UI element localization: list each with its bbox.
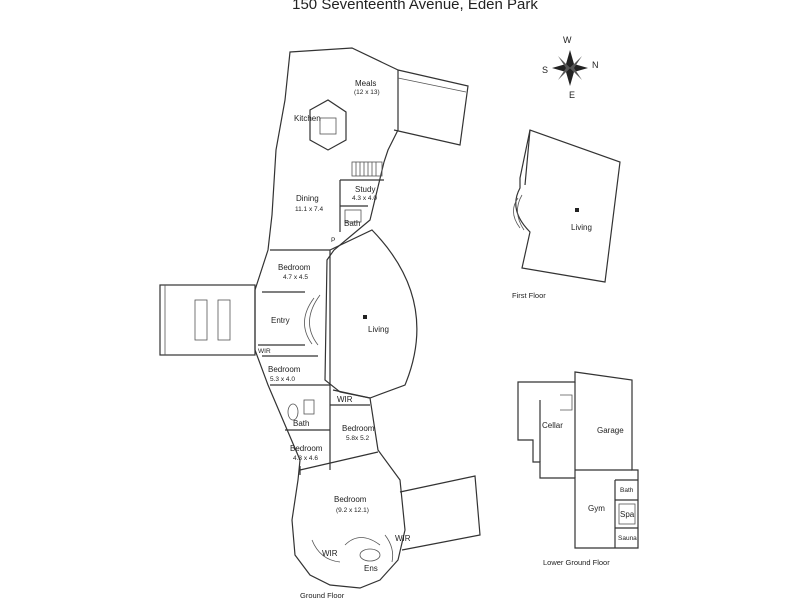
label-lower-ground-floor: Lower Ground Floor xyxy=(543,558,610,567)
room-wir-1: WIR xyxy=(258,348,271,355)
room-bath-1: Bath xyxy=(344,219,360,228)
room-p: P xyxy=(331,237,335,244)
room-kitchen: Kitchen xyxy=(294,114,321,123)
compass-e: E xyxy=(569,90,575,100)
room-bedroom-3-dim: 5.8x 5.2 xyxy=(346,435,370,442)
room-living: Living xyxy=(368,325,389,334)
compass-s: S xyxy=(542,65,548,75)
room-study-dim: 4.3 x 4.0 xyxy=(352,195,377,202)
plan-title: 150 Seventeenth Avenue, Eden Park xyxy=(292,0,538,13)
room-bedroom-2: Bedroom xyxy=(268,365,301,374)
room-first-floor-living: Living xyxy=(571,223,592,232)
room-wir-2: WIR xyxy=(337,395,353,404)
room-bedroom-4: Bedroom xyxy=(290,444,323,453)
room-dining: Dining xyxy=(296,194,319,203)
lower-ground-floor-plan: Cellar Garage Gym Bath Spa Sauna Lower G… xyxy=(517,371,639,567)
room-bedroom-5-dim: (9.2 x 12.1) xyxy=(336,507,369,514)
room-spa: Spa xyxy=(620,510,635,519)
compass-rose-icon: W S N E xyxy=(542,35,599,100)
room-wir-4: WIR xyxy=(395,534,411,543)
room-garage: Garage xyxy=(597,426,624,435)
room-bedroom-4-dim: 4.3 x 4.6 xyxy=(293,455,318,462)
room-gym: Gym xyxy=(588,504,605,513)
label-first-floor: First Floor xyxy=(512,291,546,300)
room-ens: Ens xyxy=(364,564,378,573)
room-wir-3: WIR xyxy=(322,549,338,558)
room-sauna: Sauna xyxy=(618,535,637,542)
room-study: Study xyxy=(355,185,375,194)
room-bedroom-3: Bedroom xyxy=(342,424,375,433)
room-bedroom-1: Bedroom xyxy=(278,263,311,272)
room-bath-2: Bath xyxy=(293,419,309,428)
room-bedroom-2-dim: 5.3 x 4.0 xyxy=(270,376,295,383)
room-meals-dim: (12 x 13) xyxy=(354,89,380,96)
room-cellar: Cellar xyxy=(542,421,563,430)
label-ground-floor: Ground Floor xyxy=(300,591,345,600)
room-bedroom-5: Bedroom xyxy=(334,495,367,504)
room-lgf-bath: Bath xyxy=(620,487,634,494)
compass-w: W xyxy=(563,35,572,45)
room-entry: Entry xyxy=(271,316,290,325)
first-floor-living-marker-icon xyxy=(575,208,579,212)
compass-n: N xyxy=(592,60,599,70)
room-dining-dim: 11.1 x 7.4 xyxy=(295,206,323,213)
ground-floor-plan: Meals (12 x 13) Kitchen Study 4.3 x 4.0 … xyxy=(159,47,481,600)
first-floor-plan: Living First Floor xyxy=(512,129,621,300)
living-marker-icon xyxy=(363,315,367,319)
room-meals: Meals xyxy=(355,79,376,88)
room-bedroom-1-dim: 4.7 x 4.5 xyxy=(283,274,308,281)
